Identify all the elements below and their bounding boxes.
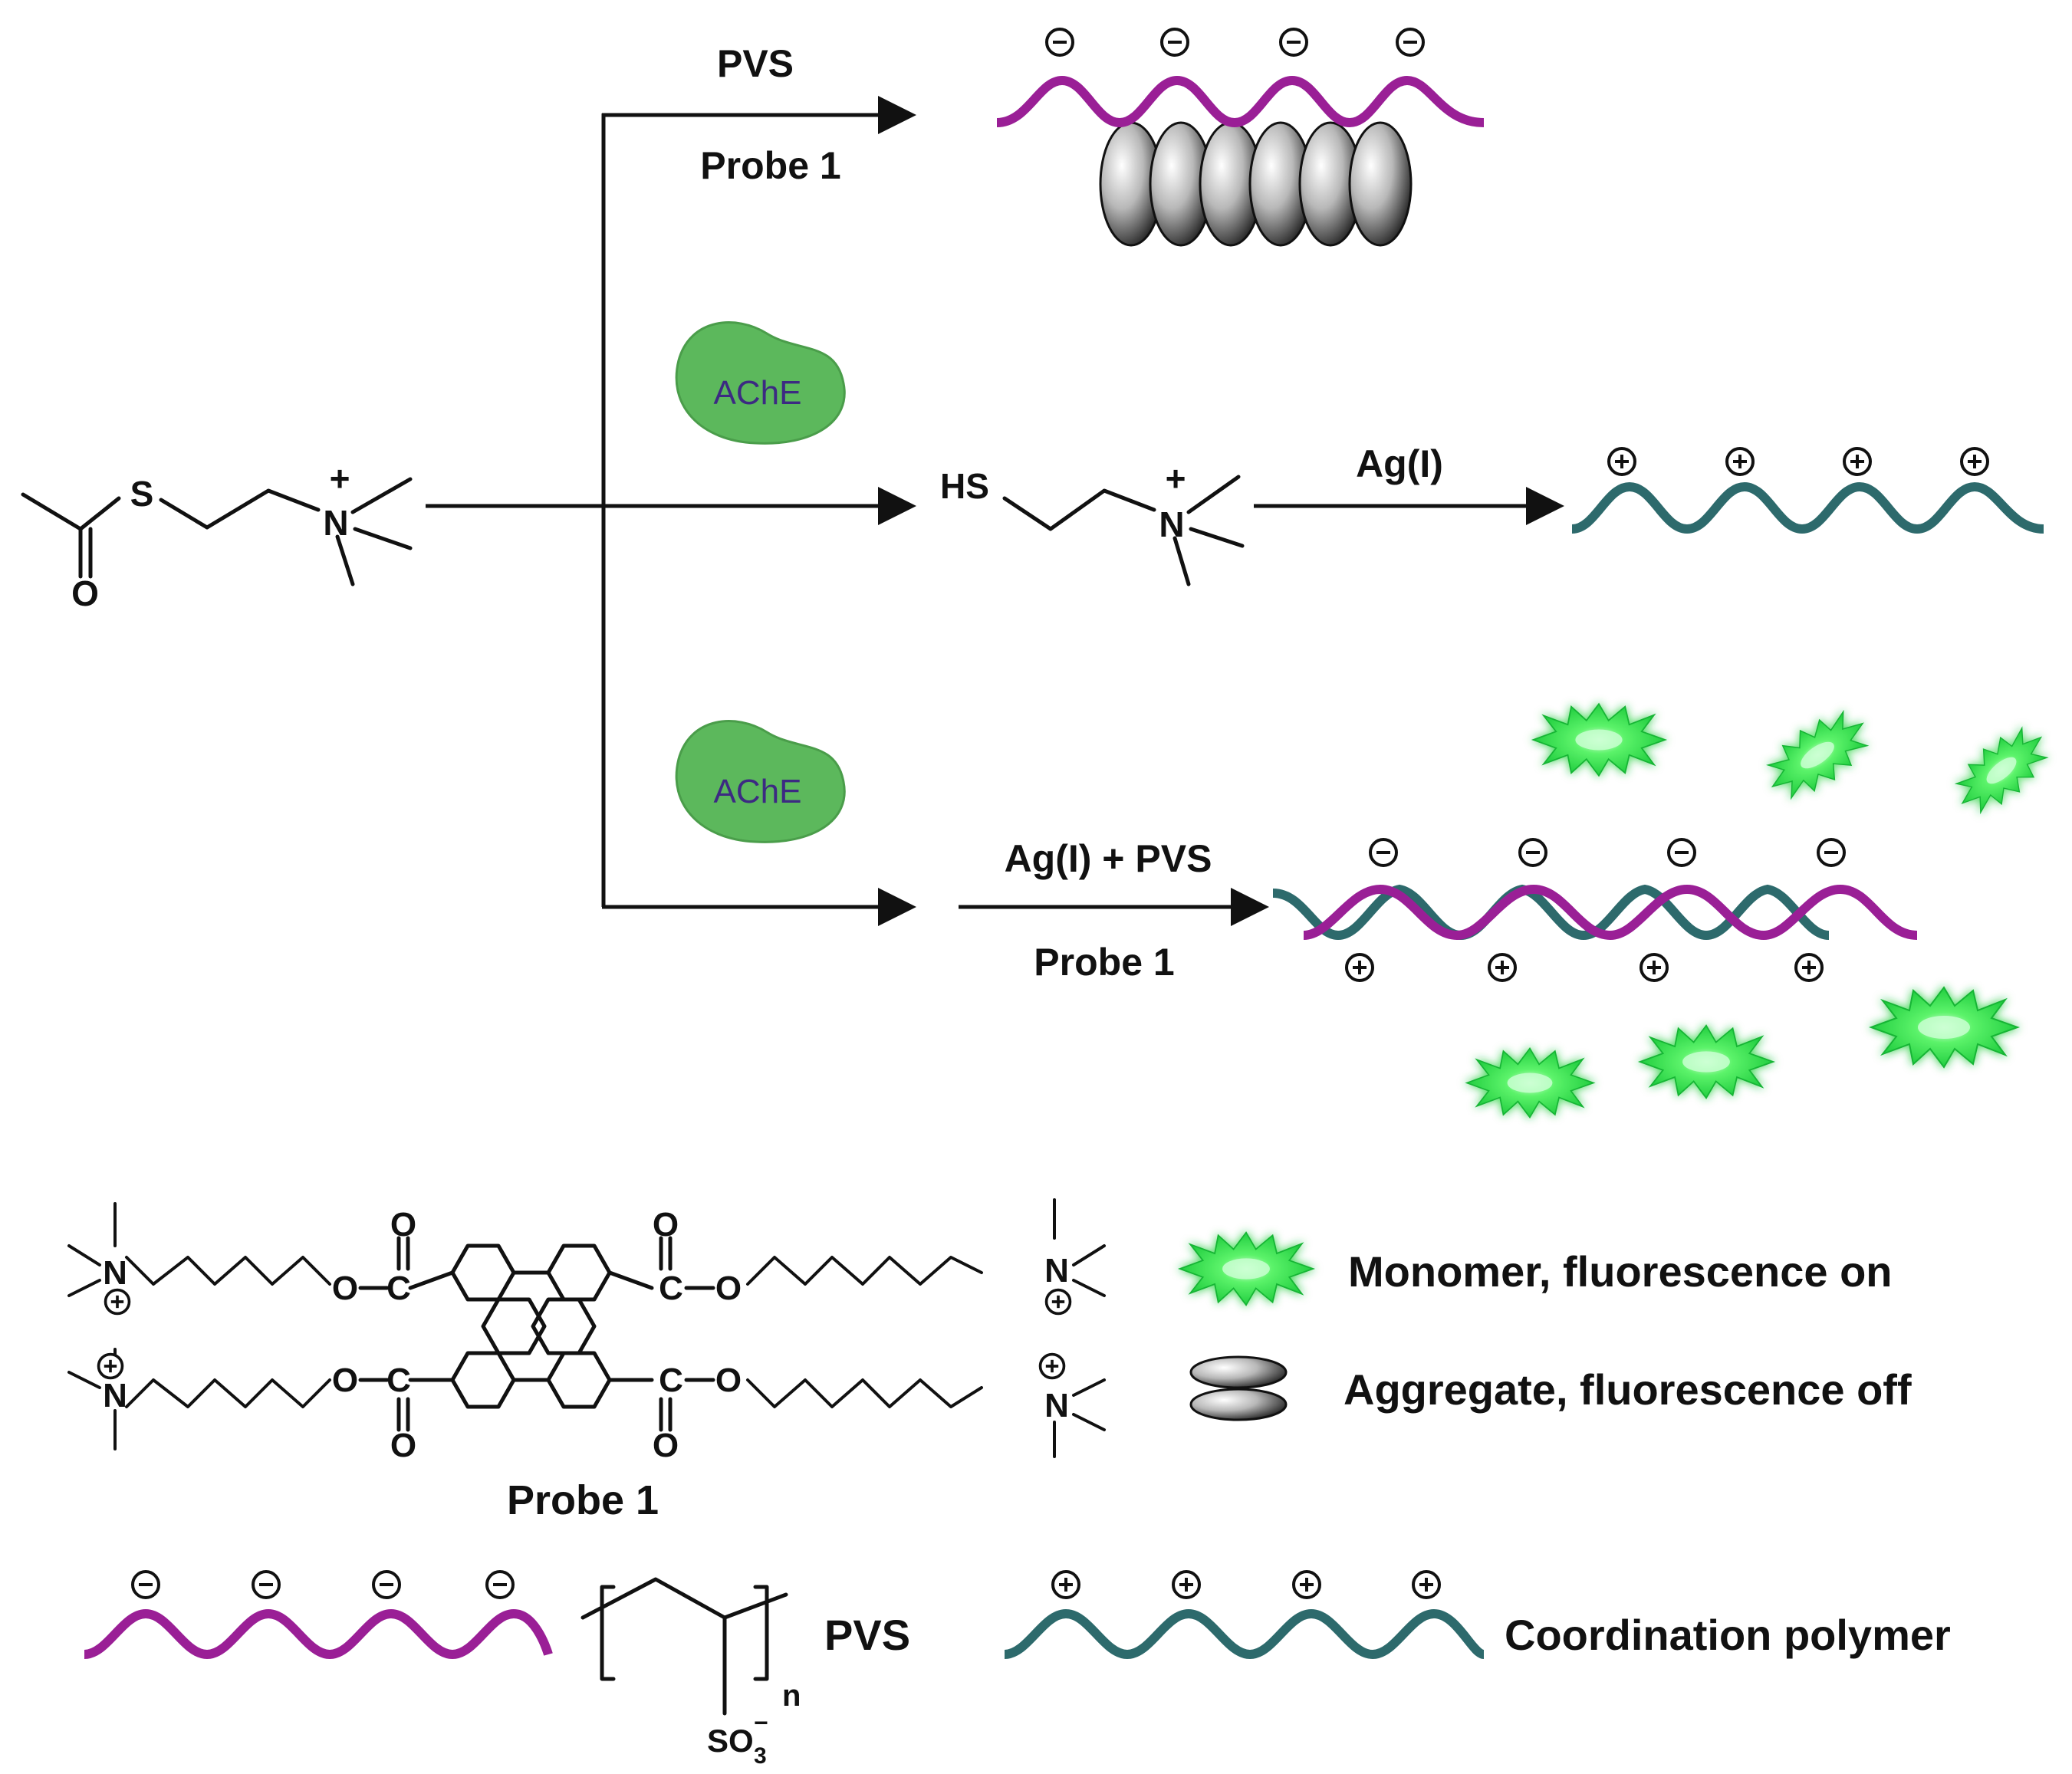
aggregate-ovals xyxy=(1099,121,1413,247)
poly-n-subscript: n xyxy=(782,1679,801,1713)
legend-aggregate-text: Aggregate, fluorescence off xyxy=(1344,1365,1912,1414)
thiocholine-structure: HS N + xyxy=(940,458,1245,586)
coordination-legend-label: Coordination polymer xyxy=(1505,1611,1951,1659)
fluorescent-monomers xyxy=(1466,698,2060,1119)
so3-group: SO xyxy=(707,1723,754,1759)
legend-coordination-polymer: Coordination polymer xyxy=(1004,1570,1951,1660)
probe-n-tl: N xyxy=(103,1254,127,1292)
probe-n-tr: N xyxy=(1044,1252,1069,1289)
probe-o-ester-tr: O xyxy=(715,1270,742,1307)
acetylthiocholine-structure: O S N + xyxy=(21,458,413,613)
probe-n-br: N xyxy=(1044,1387,1069,1424)
probe-c-tl: C xyxy=(386,1270,411,1307)
top-reagent-pvs: PVS xyxy=(717,42,794,85)
coordination-strand-bottom xyxy=(1272,884,1830,941)
top-reagent-probe: Probe 1 xyxy=(700,144,840,187)
probe-o-ester-tl: O xyxy=(332,1270,358,1307)
monomer-legend-icon xyxy=(1179,1231,1314,1306)
substrate-n-atom: N xyxy=(323,503,348,543)
thiol-hs-group: HS xyxy=(940,466,989,506)
legend-monomer-text: Monomer, fluorescence on xyxy=(1348,1247,1893,1296)
probe-o-ester-br: O xyxy=(715,1362,742,1399)
probe-o-carbonyl-tl: O xyxy=(390,1206,416,1243)
legend-pvs: n SO 3 − PVS xyxy=(84,1570,910,1769)
pvs-legend-wave xyxy=(84,1608,553,1660)
coordination-legend-wave xyxy=(1004,1608,1485,1660)
ache-label-middle: AChE xyxy=(714,374,802,412)
ache-enzyme-bottom: AChE xyxy=(675,720,846,843)
bottom-reagent-ag-pvs: Ag(I) + PVS xyxy=(1005,837,1212,880)
middle-reagent-ag: Ag(I) xyxy=(1356,442,1443,485)
ache-enzyme-middle: AChE xyxy=(675,321,846,445)
pvs-legend-label: PVS xyxy=(824,1611,910,1659)
probe-c-br: C xyxy=(659,1362,683,1399)
ache-label-bottom: AChE xyxy=(714,773,802,810)
bottom-cation-charges xyxy=(1345,953,1824,982)
legend-monomer: Monomer, fluorescence on xyxy=(1179,1231,1893,1306)
bottom-anion-charges xyxy=(1369,838,1846,867)
coordination-polymer-middle xyxy=(1571,481,2044,534)
substrate-plus-charge: + xyxy=(330,458,350,498)
probe-1-caption: Probe 1 xyxy=(507,1477,659,1523)
probe-1-structure: O C O O C O O C O O C O N N N N xyxy=(67,1198,1106,1464)
probe-o-carbonyl-bl: O xyxy=(390,1427,416,1464)
probe-n-bl: N xyxy=(103,1377,127,1414)
substrate-o-atom: O xyxy=(71,573,99,613)
bottom-reagent-probe: Probe 1 xyxy=(1034,941,1174,984)
thiol-plus-charge: + xyxy=(1166,458,1186,498)
legend-aggregate: Aggregate, fluorescence off xyxy=(1189,1355,1912,1421)
substrate-s-atom: S xyxy=(130,474,154,514)
middle-cation-charges xyxy=(1607,447,1989,476)
probe-o-carbonyl-br: O xyxy=(653,1427,679,1464)
branch-arrows xyxy=(426,96,1564,926)
so3-subscript: 3 xyxy=(754,1743,767,1769)
probe-c-bl: C xyxy=(386,1362,411,1399)
probe-c-tr: C xyxy=(659,1270,683,1307)
pvs-strand-bottom xyxy=(1303,884,1918,941)
pvs-chain-top xyxy=(996,75,1485,128)
probe-o-carbonyl-tr: O xyxy=(653,1206,679,1243)
probe-o-ester-bl: O xyxy=(332,1362,358,1399)
top-anion-charges xyxy=(1045,28,1425,57)
so3-charge: − xyxy=(754,1709,768,1736)
thiol-n-atom: N xyxy=(1159,504,1184,544)
